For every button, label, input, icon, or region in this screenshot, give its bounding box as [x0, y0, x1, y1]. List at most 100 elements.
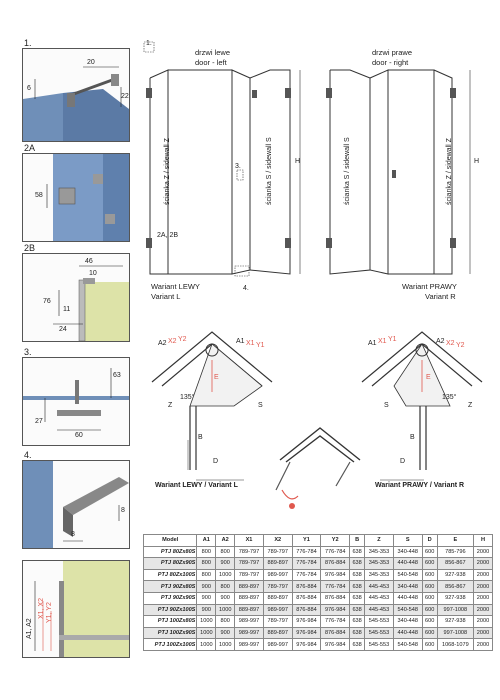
dim-24: 24	[59, 326, 67, 333]
table-cell: 345-353	[364, 545, 394, 559]
table-cell: 1000	[196, 626, 217, 640]
dim-20: 20	[87, 59, 95, 66]
table-cell: 2000	[473, 568, 493, 582]
detail-5-drawing	[23, 561, 129, 657]
plan-right-b: B	[410, 434, 415, 441]
dim-6: 6	[27, 85, 31, 92]
left-wall-s-label: ścianka S / sidewall S	[266, 137, 273, 205]
table-cell: 789-797	[234, 568, 264, 582]
table-cell: 638	[349, 545, 366, 559]
table-cell: 776-784	[291, 568, 322, 582]
plan-left-x2: X2	[168, 338, 177, 345]
table-cell: 889-897	[234, 580, 264, 593]
right-door-label: drzwi prawe	[372, 48, 413, 57]
table-cell: 776-784	[320, 580, 351, 593]
plan-right-x2: X2	[446, 340, 455, 347]
table-cell: 927-938	[436, 615, 475, 628]
front-views-drawing	[143, 41, 471, 277]
table-cell: 976-984	[291, 615, 322, 628]
plan-right-caption: Wariant PRAWY / Variant R	[375, 482, 465, 489]
table-cell: 440-448	[392, 626, 423, 640]
dim-63: 63	[113, 372, 121, 379]
table-cell-model: PTJ 90Zx100S	[142, 603, 198, 617]
plan-left-x1: X1	[246, 340, 255, 347]
header-y1: Y1	[291, 534, 322, 547]
table-cell: 889-897	[262, 626, 293, 640]
plan-right-x1: X1	[378, 338, 387, 345]
table-cell: 2000	[473, 603, 493, 617]
detail-1-box: 20 6 22	[22, 48, 130, 142]
table-cell: 776-784	[320, 615, 351, 628]
table-cell: 976-984	[291, 638, 322, 651]
table-cell-model: PTJ 80Zx80S	[142, 545, 198, 559]
table-cell-model: PTJ 100Zx80S	[142, 615, 198, 628]
table-cell: 800	[196, 557, 217, 570]
table-cell: 900	[196, 580, 217, 593]
right-wall-z-label: ścianka Z / sidewall Z	[446, 138, 453, 205]
table-cell: 876-884	[320, 626, 351, 640]
detail-2a-box: 58	[22, 153, 130, 242]
table-cell: 2000	[473, 615, 493, 628]
table-cell: 900	[215, 626, 236, 640]
variant-left-en: Variant L	[151, 292, 181, 301]
table-cell: 600	[421, 568, 438, 582]
dim-8-bottom: 8	[71, 531, 75, 538]
table-cell: 789-797	[262, 545, 293, 559]
detail-3-box: 63 27 60	[22, 357, 130, 446]
table-cell: 927-938	[436, 568, 475, 582]
table-cell: 445-453	[364, 580, 394, 593]
table-cell: 889-897	[262, 591, 293, 605]
plan-right-e: E	[426, 374, 431, 381]
right-door-label-en: door - right	[372, 58, 409, 67]
table-cell: 989-997	[262, 638, 293, 651]
table-cell: 600	[421, 626, 438, 640]
plan-right-d: D	[400, 458, 406, 465]
table-cell: 976-984	[320, 638, 351, 651]
plan-left-y2: Y2	[178, 336, 187, 343]
detail-1-drawing	[23, 49, 129, 141]
table-cell: 440-448	[392, 591, 423, 605]
left-door-label-en: door - left	[195, 58, 227, 67]
table-cell: 345-353	[364, 568, 394, 582]
header-a2: A2	[215, 534, 236, 547]
header-a1: A1	[196, 534, 217, 547]
header-d: D	[421, 534, 438, 547]
table-cell-model: PTJ 100Zx90S	[142, 626, 198, 640]
table-cell: 1000	[215, 568, 236, 582]
dim-60: 60	[75, 432, 83, 439]
detail-2b-box: 46 10 76 11 24	[22, 253, 130, 342]
dim-8-side: 8	[121, 507, 125, 514]
table-cell: 876-884	[291, 591, 322, 605]
table-cell: 876-884	[320, 591, 351, 605]
table-cell: 600	[421, 638, 438, 651]
table-cell-model: PTJ 90Zx80S	[142, 580, 198, 593]
header-e: E	[436, 534, 475, 547]
right-height-label: H	[474, 158, 480, 165]
plan-right-s: S	[384, 402, 389, 409]
plan-left-z: Z	[168, 402, 173, 409]
table-cell: 889-897	[234, 603, 264, 617]
table-cell: 638	[349, 557, 366, 570]
plan-right-y1: Y1	[388, 336, 397, 343]
table-cell: 545-553	[364, 626, 394, 640]
variant-right-pl: Wariant PRAWY	[402, 282, 457, 291]
table-cell: 638	[349, 626, 366, 640]
plan-right-z: Z	[468, 402, 473, 409]
right-wall-s-label: ścianka S / sidewall S	[344, 137, 351, 205]
table-cell: 776-784	[291, 545, 322, 559]
table-cell: 889-897	[234, 591, 264, 605]
detail-4-drawing	[23, 461, 129, 548]
detail-2b-number: 2B	[24, 243, 36, 253]
table-cell-model: PTJ 90Zx90S	[142, 591, 198, 605]
detail-4-number: 4.	[24, 450, 32, 460]
table-cell: 1000	[215, 603, 236, 617]
table-cell: 997-1008	[436, 626, 475, 640]
header-s: S	[392, 534, 423, 547]
table-cell: 900	[215, 557, 236, 570]
detail-1-number: 1.	[24, 38, 32, 48]
header-x1: X1	[234, 534, 264, 547]
